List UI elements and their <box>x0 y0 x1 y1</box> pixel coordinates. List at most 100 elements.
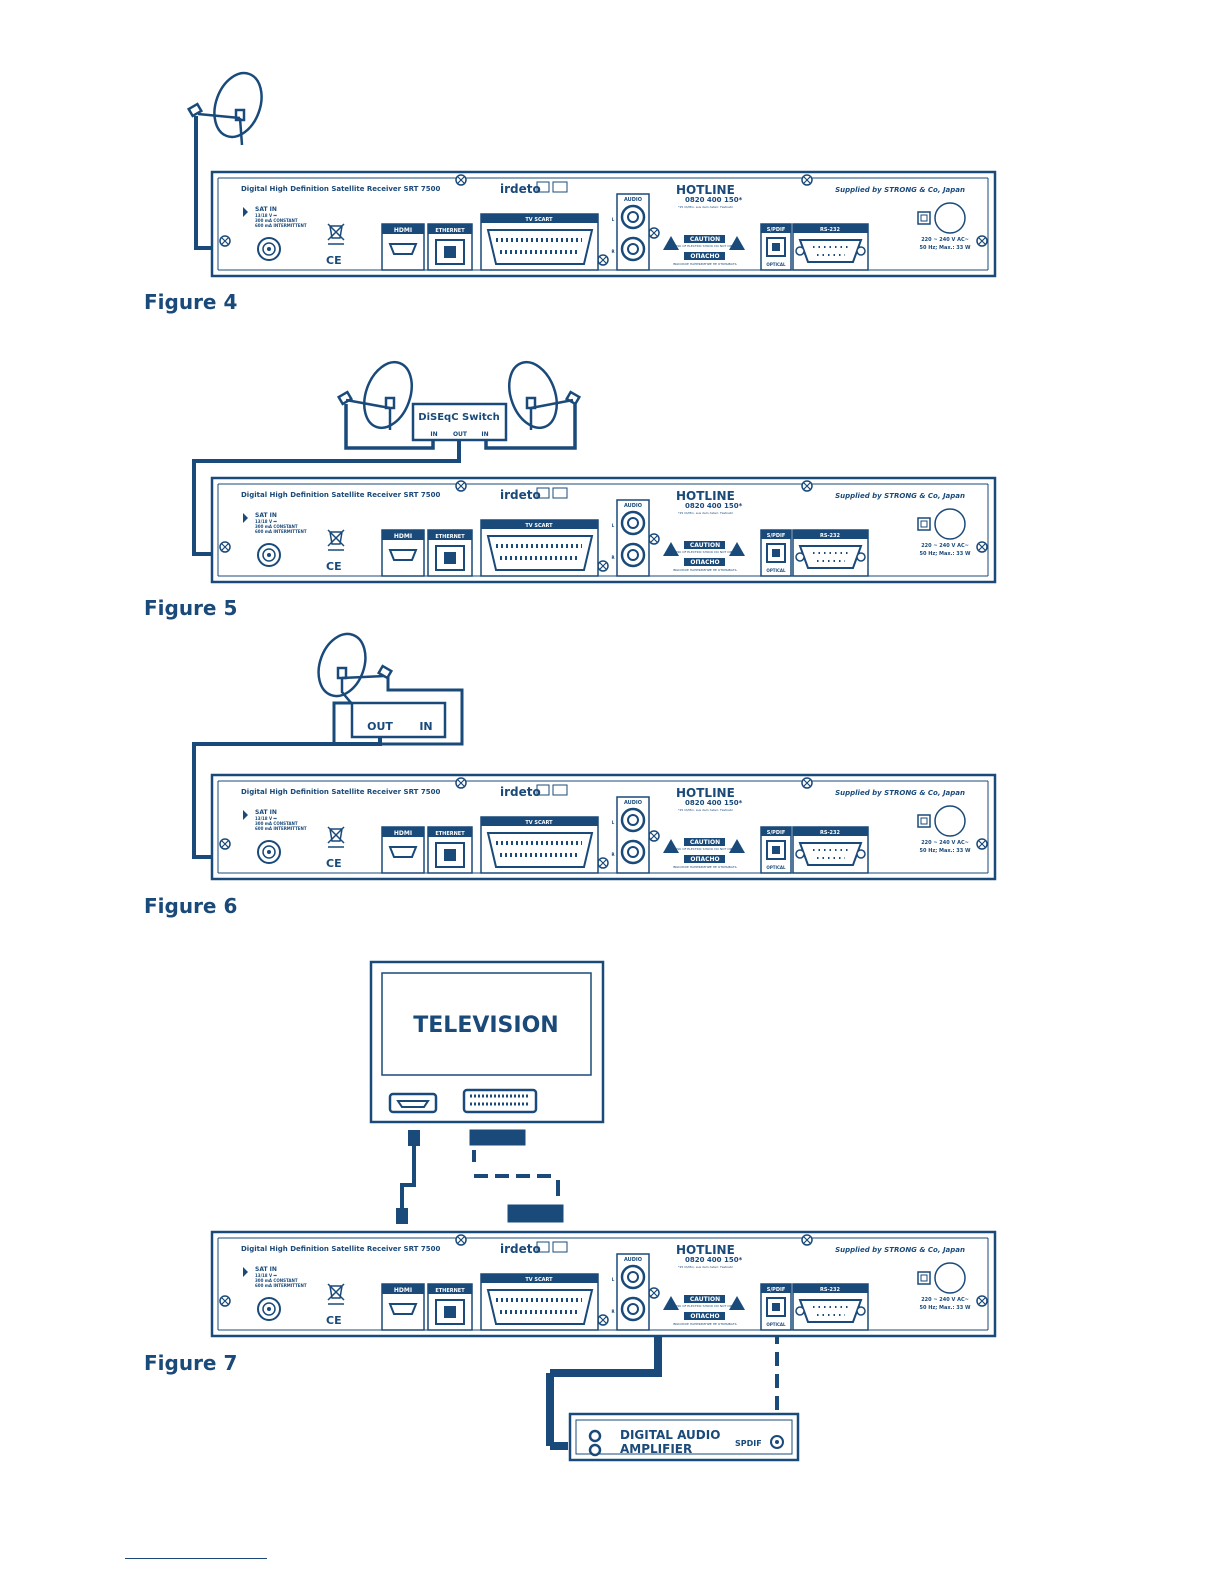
tv-scart-label: TV SCART <box>525 1277 553 1283</box>
sat-in-spec: 13/18 V ⎓ <box>255 519 277 524</box>
sat-in-spec: 13/18 V ⎓ <box>255 816 277 821</box>
caution-note: RISK OF ELECTRIC SHOCK DO NOT OPEN <box>674 550 735 554</box>
dvb-logo <box>552 784 568 796</box>
rs232-label: RS-232 <box>820 533 840 539</box>
sat-in-spec: 600 mA INTERMITTENT <box>255 223 307 228</box>
receiver-title: Digital High Definition Satellite Receiv… <box>241 185 440 193</box>
ethernet-label: ETHERNET <box>435 228 465 234</box>
figure-4-caption: Figure 4 <box>144 290 238 314</box>
audio-label: AUDIO <box>624 197 642 203</box>
receiver-back-panel: Digital High Definition Satellite Receiv… <box>210 170 997 278</box>
audio-r-label: R <box>611 1309 614 1314</box>
caution-label: CAUTION <box>690 542 720 549</box>
caution-label: CAUTION <box>690 1296 720 1303</box>
brand-logo: irdeto <box>500 182 541 196</box>
dish-icon <box>243 1267 248 1277</box>
brand-logo: irdeto <box>500 488 541 502</box>
hdmi-label: HDMI <box>394 533 412 540</box>
hd-logo <box>536 784 550 796</box>
power-inlet <box>934 805 966 837</box>
hotline-number: 0820 400 150* <box>685 196 743 204</box>
hdmi-label: HDMI <box>394 830 412 837</box>
warning-ru-note: ВЫСОКОЕ НАПРЯЖЕНИЕ НЕ ОТКРЫВАТЬ <box>673 1322 736 1326</box>
warning-ru-label: ОПАСНО <box>690 253 719 260</box>
loop-through-box: OUT IN <box>350 701 447 739</box>
tv-scart-port <box>480 213 599 271</box>
sat-in-spec: 600 mA INTERMITTENT <box>255 826 307 831</box>
hotline-title: HOTLINE <box>676 183 735 197</box>
spdif-label: S/PDIF <box>767 1287 786 1293</box>
ethernet-label: ETHERNET <box>435 831 465 837</box>
weee-icon <box>327 826 345 848</box>
receiver-title: Digital High Definition Satellite Receiv… <box>241 1245 440 1253</box>
footnote-rule <box>125 1558 267 1559</box>
sat-in-label: SAT IN <box>255 206 277 213</box>
audio-label: AUDIO <box>624 800 642 806</box>
optical-label: OPTICAL <box>766 568 786 573</box>
dvb-logo <box>552 487 568 499</box>
sat-in-label: SAT IN <box>255 809 277 816</box>
diseqc-in-left: IN <box>430 431 437 438</box>
warning-icon <box>663 839 679 853</box>
tv-hdmi-port <box>388 1092 438 1114</box>
warning-icon <box>729 839 745 853</box>
tv-scart-label: TV SCART <box>525 217 553 223</box>
spdif-label: S/PDIF <box>767 533 786 539</box>
warning-ru-label: ОПАСНО <box>690 856 719 863</box>
hdmi-label: HDMI <box>394 227 412 234</box>
caution-note: RISK OF ELECTRIC SHOCK DO NOT OPEN <box>674 847 735 851</box>
television: TELEVISION <box>369 960 605 1124</box>
warning-icon <box>663 1296 679 1310</box>
dvb-logo <box>552 181 568 193</box>
power-inlet <box>934 508 966 540</box>
caution-label: CAUTION <box>690 839 720 846</box>
tv-scart-port <box>480 519 599 577</box>
ethernet-label: ETHERNET <box>435 534 465 540</box>
warning-ru-label: ОПАСНО <box>690 559 719 566</box>
power-inlet <box>934 1262 966 1294</box>
hd-logo <box>536 181 550 193</box>
receiver-back-panel: Digital High Definition Satellite Receiv… <box>210 773 997 881</box>
hd-logo <box>536 1241 550 1253</box>
warning-icon <box>729 236 745 250</box>
audio-l-label: L <box>612 523 615 528</box>
diseqc-switch: DiSEqC Switch IN OUT IN <box>411 402 508 442</box>
power-switch <box>917 211 931 225</box>
weee-icon <box>327 1283 345 1305</box>
amplifier-spdif: SPDIF <box>735 1439 762 1448</box>
sat-in-spec: 300 mA CONSTANT <box>255 524 298 529</box>
tv-scart-label: TV SCART <box>525 523 553 529</box>
tv-scart-label: TV SCART <box>525 820 553 826</box>
audio-label: AUDIO <box>624 1257 642 1263</box>
power-spec-1: 220 ~ 240 V AC~ <box>921 543 969 549</box>
ce-mark: CE <box>326 560 342 573</box>
tv-scart-port <box>480 816 599 874</box>
rs232-label: RS-232 <box>820 1287 840 1293</box>
hotline-number: 0820 400 150* <box>685 799 743 807</box>
audio-label: AUDIO <box>624 503 642 509</box>
sat-in-spec: 13/18 V ⎓ <box>255 213 277 218</box>
hotline-title: HOTLINE <box>676 489 735 503</box>
tv-label: TELEVISION <box>413 1013 558 1038</box>
power-spec-2: 50 Hz; Max.: 33 W <box>920 551 971 557</box>
satellite-dish-right <box>484 360 582 450</box>
optical-label: OPTICAL <box>766 1322 786 1327</box>
receiver-back-panel: Digital High Definition Satellite Receiv… <box>210 476 997 584</box>
amplifier-line-2: AMPLIFIER <box>620 1442 692 1456</box>
power-spec-2: 50 Hz; Max.: 33 W <box>920 245 971 251</box>
power-inlet <box>934 202 966 234</box>
power-spec-2: 50 Hz; Max.: 33 W <box>920 1305 971 1311</box>
audio-r-label: R <box>611 555 614 560</box>
hdmi-cable <box>396 1130 420 1224</box>
loop-out-label: OUT <box>367 720 393 733</box>
power-spec-1: 220 ~ 240 V AC~ <box>921 237 969 243</box>
sat-in-spec: 300 mA CONSTANT <box>255 821 298 826</box>
sat-in-label: SAT IN <box>255 512 277 519</box>
warning-icon <box>729 542 745 556</box>
power-spec-1: 220 ~ 240 V AC~ <box>921 1297 969 1303</box>
warning-icon <box>729 1296 745 1310</box>
diseqc-title: DiSEqC Switch <box>418 412 499 423</box>
loop-in-label: IN <box>419 720 432 733</box>
hotline-title: HOTLINE <box>676 786 735 800</box>
